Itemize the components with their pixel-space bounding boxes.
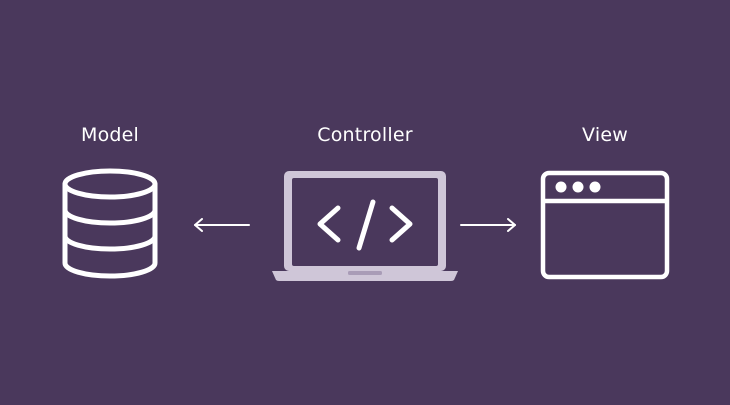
arrow-left-icon (194, 218, 250, 232)
model-label: Model (80, 124, 140, 146)
laptop-code-icon (272, 171, 458, 281)
view-label: View (582, 124, 628, 146)
controller-label: Controller (317, 124, 413, 146)
arrow-right-icon (460, 218, 516, 232)
browser-window-icon (540, 170, 670, 280)
database-icon (62, 168, 158, 279)
